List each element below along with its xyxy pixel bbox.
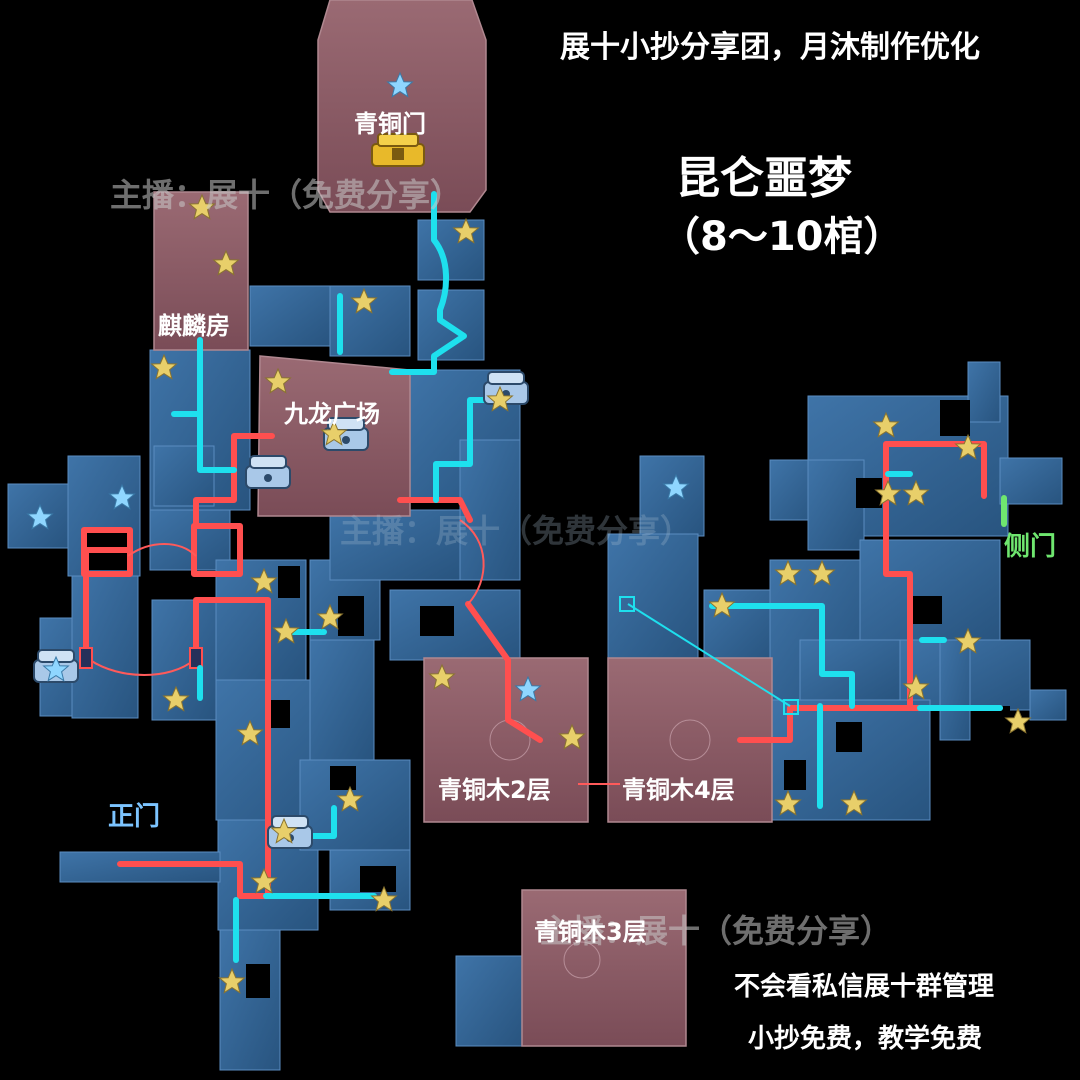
credit-text: 展十小抄分享团，月沐制作优化 [560,30,980,65]
room-label-nine-dragon-plaza: 九龙广场 [284,400,380,428]
watermark: 主播：展十（免费分享） [540,912,893,950]
side-door-label: 侧门 [1004,532,1057,562]
bronze-gate-room [317,0,487,213]
room-label-bronze-gate: 青铜门 [354,110,426,138]
main-door-label: 正门 [108,802,161,832]
watermark: 主播：展十（免费分享） [340,512,693,550]
cyan-route-thin [619,596,799,715]
corridor-tiles [7,219,1067,1071]
red-route-thin [89,519,620,785]
room-label-bronze-tree-3: 青铜木3层 [534,918,647,946]
room-label-qilin-room: 麒麟房 [158,312,230,340]
map-gaps [84,400,1010,998]
route-marker [79,647,93,669]
treasure-chest-icon[interactable] [245,455,291,489]
note-line-1: 不会看私信展十群管理 [734,972,995,1002]
bronze-tree-3-area [521,889,687,1047]
note-line-2: 小抄免费，教学免费 [748,1024,983,1054]
map-subtitle: （8～10棺） [660,214,904,260]
special-rooms [153,0,773,1047]
room-label-bronze-tree-4: 青铜木4层 [622,776,735,804]
route-marker [189,647,203,669]
room-label-bronze-tree-2: 青铜木2层 [438,776,551,804]
map-title: 昆仑噩梦 [676,153,852,204]
gold-chest-icon[interactable] [371,133,425,167]
red-route [81,433,1003,899]
watermark: 主播：展十（免费分享） [110,176,463,214]
